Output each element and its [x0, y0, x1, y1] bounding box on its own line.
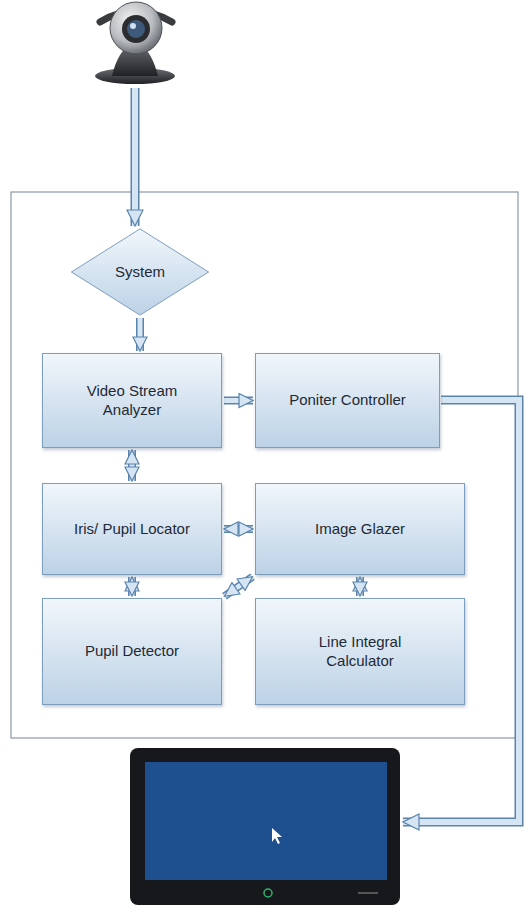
- process-box: Video Stream Analyzer: [42, 353, 222, 448]
- node-label: System: [115, 263, 165, 282]
- process-box: Poniter Controller: [255, 353, 440, 448]
- node-label: Pupil Detector: [85, 642, 179, 661]
- process-box: Pupil Detector: [42, 598, 222, 705]
- node-label: Iris/ Pupil Locator: [74, 520, 190, 539]
- webcam-icon: [95, 2, 175, 84]
- system-boundary: [11, 192, 518, 738]
- connector-arrow: [224, 577, 252, 597]
- connector-arrow: [360, 577, 361, 596]
- node-label: Image Glazer: [315, 520, 405, 539]
- connector-arrow: [132, 450, 133, 481]
- connector-arrow: [224, 400, 253, 401]
- process-box: Iris/ Pupil Locator: [42, 483, 222, 575]
- node-label: Line Integral Calculator: [298, 633, 422, 671]
- process-box: Image Glazer: [255, 483, 465, 575]
- connector-arrow: [224, 529, 253, 530]
- node-label: Poniter Controller: [289, 391, 406, 410]
- connector-arrow: [140, 318, 141, 351]
- process-box: Line Integral Calculator: [255, 598, 465, 705]
- connector-arrow: [132, 577, 133, 596]
- node-label: Video Stream Analyzer: [65, 382, 199, 420]
- input-arrow: [135, 88, 136, 226]
- decision-diamond: System: [70, 228, 210, 316]
- monitor-icon: [130, 748, 400, 905]
